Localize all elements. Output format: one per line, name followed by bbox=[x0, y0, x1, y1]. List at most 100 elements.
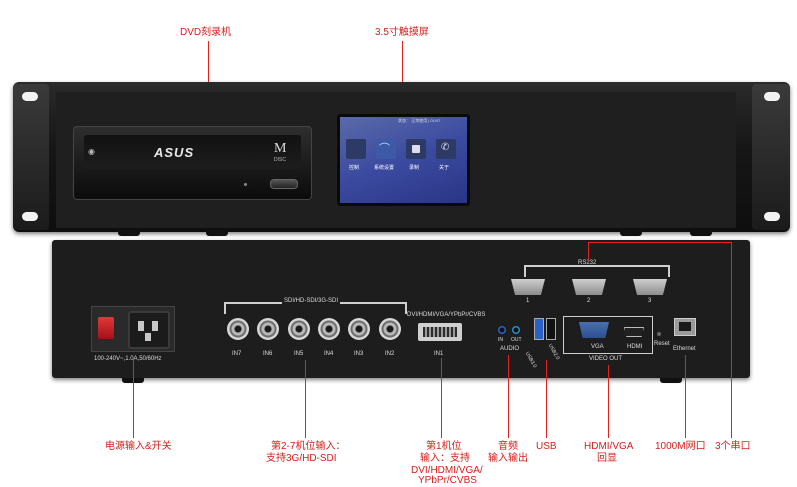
callout-power: 电源输入&开关 bbox=[105, 441, 172, 452]
bnc-port-in6[interactable] bbox=[257, 318, 279, 340]
dvd-disc-logo-icon: ◉ bbox=[88, 147, 95, 156]
sdi-label-in7: IN7 bbox=[232, 351, 242, 357]
screen-label-record: 录制 bbox=[409, 165, 420, 171]
touch-screen[interactable]: 状态： 正常使用 | 01/07 ✆ ⌒ 控制 系统设置 录制 关于 bbox=[337, 114, 470, 206]
ethernet-label: Ethernet bbox=[673, 346, 696, 352]
leader-serial-v bbox=[731, 242, 732, 438]
screen-status-text: 状态： 正常使用 | 01/07 bbox=[398, 118, 441, 123]
front-foot-right bbox=[620, 230, 642, 236]
hdmi-out-port[interactable] bbox=[624, 327, 644, 337]
callout-in1-4: YPbPr/CVBS bbox=[418, 475, 477, 486]
callout-touchscreen: 3.5寸触摸屏 bbox=[375, 27, 429, 38]
leader-usb bbox=[546, 360, 547, 438]
bnc-port-in3[interactable] bbox=[348, 318, 370, 340]
mdisc-logo-sub: DISC bbox=[274, 157, 286, 163]
audio-in-label: IN bbox=[498, 337, 503, 343]
audio-out-jack[interactable] bbox=[512, 326, 520, 334]
sdi-label-in4: IN4 bbox=[324, 351, 334, 357]
reset-button[interactable] bbox=[657, 332, 661, 336]
rs232-frame bbox=[524, 265, 670, 267]
front-foot-mid bbox=[206, 230, 228, 236]
rack-hole-top-right bbox=[764, 92, 780, 101]
screen-label-about: 关于 bbox=[439, 165, 450, 171]
callout-hdmi-vga-2: 回显 bbox=[597, 453, 617, 464]
callout-hdmi-vga-1: HDMI/VGA bbox=[584, 441, 634, 452]
leader-serial-down bbox=[588, 242, 589, 260]
power-socket[interactable] bbox=[128, 311, 170, 349]
power-module bbox=[91, 306, 175, 352]
leader-audio bbox=[508, 355, 509, 438]
power-switch[interactable] bbox=[98, 317, 114, 339]
audio-label: AUDIO bbox=[500, 346, 520, 352]
right-rack-ear bbox=[752, 84, 790, 230]
sdi-label-in6: IN6 bbox=[263, 351, 273, 357]
callout-audio-2: 输入输出 bbox=[488, 453, 528, 464]
in1-label: IN1 bbox=[434, 351, 444, 357]
rear-foot-right bbox=[660, 378, 682, 383]
phone-icon: ✆ bbox=[441, 142, 450, 153]
usb2-port[interactable] bbox=[546, 318, 556, 340]
dvd-brand: ASUS bbox=[154, 145, 195, 160]
power-rating-label: 100-240V~,1.0A,50/60Hz bbox=[94, 356, 162, 362]
sdi-label-in2: IN2 bbox=[385, 351, 395, 357]
bnc-port-in5[interactable] bbox=[288, 318, 310, 340]
left-rack-ear bbox=[13, 84, 49, 230]
audio-in-jack[interactable] bbox=[498, 326, 506, 334]
callout-in1-3: DVI/HDMI/VGA/ bbox=[411, 465, 483, 476]
callout-sdi-2: 支持3G/HD-SDI bbox=[266, 453, 337, 464]
rs232-port-1[interactable] bbox=[511, 279, 545, 295]
screen-tile-about[interactable]: ✆ bbox=[436, 139, 456, 159]
rs232-label-2: 2 bbox=[587, 298, 591, 304]
rack-hole-top-left bbox=[22, 92, 38, 101]
leader-serial-h bbox=[588, 242, 732, 243]
callout-serial: 3个串口 bbox=[715, 441, 751, 452]
callout-sdi-1: 第2-7机位输入： bbox=[271, 441, 346, 452]
screen-label-system-settings: 系统设置 bbox=[374, 165, 395, 171]
vga-out-port[interactable] bbox=[579, 322, 609, 338]
callout-usb: USB bbox=[536, 441, 557, 452]
callout-in1-2: 输入：支持 bbox=[420, 453, 470, 464]
rack-hole-bottom-right bbox=[764, 212, 780, 221]
rs232-label: RS232 bbox=[578, 260, 597, 266]
rack-hole-bottom-left bbox=[22, 212, 38, 221]
vga-label: VGA bbox=[591, 344, 604, 350]
hdmi-label: HDMI bbox=[627, 344, 643, 350]
audio-out-label: OUT bbox=[511, 337, 522, 343]
screen-tile-system-icon: ⌒ bbox=[378, 141, 394, 155]
dvi-port-in1[interactable] bbox=[418, 323, 462, 341]
record-icon bbox=[412, 145, 420, 153]
dvd-burner[interactable]: ◉ ASUS M DISC bbox=[73, 126, 312, 200]
screen-tile-record[interactable] bbox=[406, 139, 426, 159]
dvd-tray[interactable]: ◉ ASUS M DISC bbox=[84, 135, 301, 169]
screen-tile-control[interactable] bbox=[346, 139, 366, 159]
callout-lan: 1000M网口 bbox=[655, 441, 706, 452]
callout-audio-1: 音频 bbox=[498, 441, 518, 452]
video-out-label: VIDEO OUT bbox=[589, 356, 623, 362]
bnc-port-in7[interactable] bbox=[227, 318, 249, 340]
leader-in1 bbox=[441, 358, 442, 438]
ethernet-port[interactable] bbox=[674, 318, 696, 336]
bnc-port-in2[interactable] bbox=[379, 318, 401, 340]
sdi-group-label: SDI/HD-SDI/3G-SDI bbox=[282, 298, 341, 304]
callout-in1-1: 第1机位 bbox=[426, 441, 462, 452]
leader-hdmi-vga bbox=[608, 365, 609, 438]
callout-dvd: DVD刻录机 bbox=[180, 27, 232, 38]
front-foot-left bbox=[118, 230, 140, 236]
reset-label: Reset bbox=[654, 341, 670, 347]
bnc-port-in4[interactable] bbox=[318, 318, 340, 340]
in1-group-label: DVI/HDMI/VGA/YPbPr/CVBS bbox=[407, 312, 486, 318]
dvd-eject-button[interactable] bbox=[270, 179, 298, 189]
rs232-port-2[interactable] bbox=[572, 279, 606, 295]
video-out-frame bbox=[563, 316, 653, 354]
sdi-label-in5: IN5 bbox=[294, 351, 304, 357]
screen-label-control: 控制 bbox=[349, 165, 360, 171]
dvd-led-icon bbox=[244, 183, 247, 186]
usb3-port[interactable] bbox=[534, 318, 544, 340]
leader-lan bbox=[685, 355, 686, 438]
leader-power bbox=[133, 360, 134, 438]
screen-tile-system-settings[interactable] bbox=[376, 139, 396, 159]
leader-sdi bbox=[305, 360, 306, 438]
mdisc-logo: M bbox=[274, 141, 287, 156]
rs232-port-3[interactable] bbox=[633, 279, 667, 295]
front-foot-far-right bbox=[690, 230, 712, 236]
